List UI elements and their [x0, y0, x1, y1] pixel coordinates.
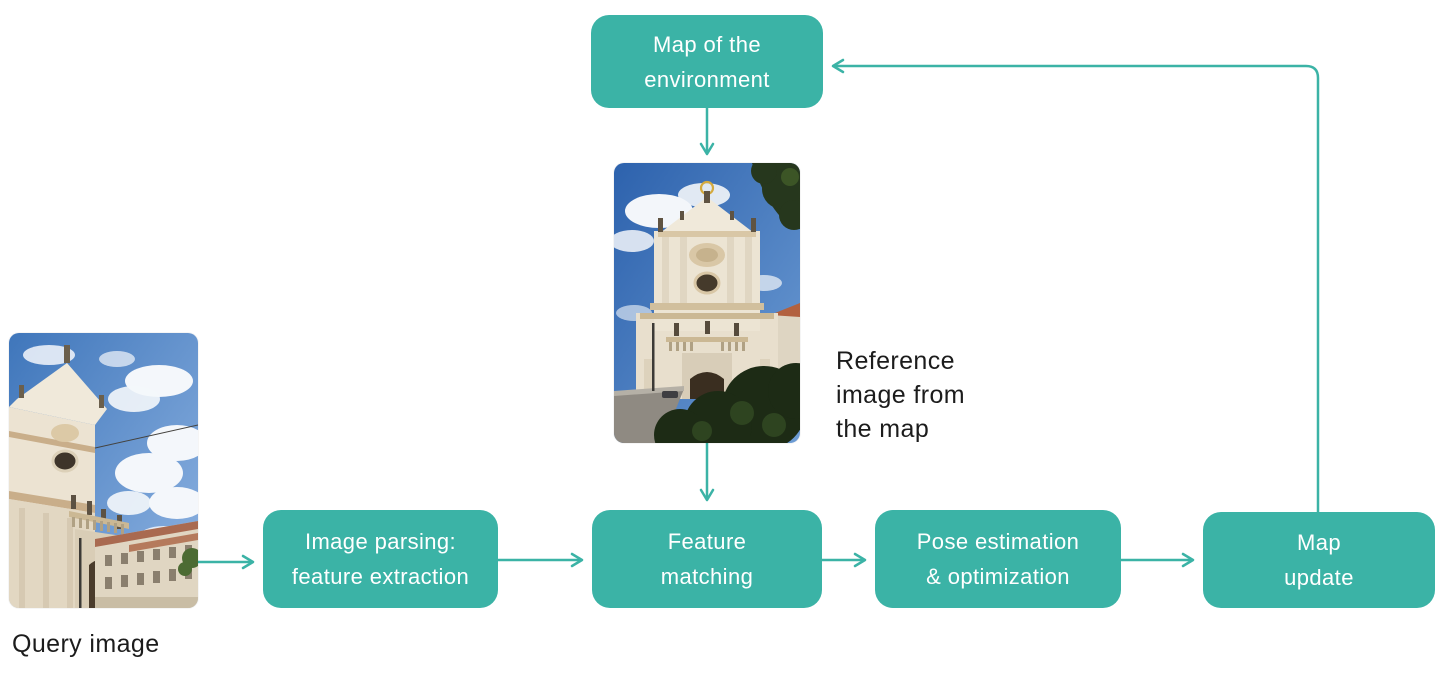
node-map-update-label: Map update: [1284, 530, 1354, 590]
node-map-of-environment-label: Map of the environment: [644, 31, 770, 92]
node-image-parsing: Image parsing: feature extraction: [263, 510, 498, 608]
node-image-parsing-label: Image parsing: feature extraction: [291, 529, 470, 589]
reference-image-caption: Reference image from the map: [836, 347, 966, 443]
query-image-photo: [9, 333, 198, 608]
node-pose-estimation-label: Pose estimation & optimization: [916, 529, 1080, 589]
query-image-caption: Query image: [12, 630, 160, 658]
node-map-update: Map update: [1203, 512, 1435, 608]
node-pose-estimation: Pose estimation & optimization: [875, 510, 1121, 608]
node-map-of-environment: Map of the environment: [591, 15, 823, 108]
node-feature-matching-label: Feature matching: [660, 529, 754, 589]
reference-image-photo: [614, 163, 800, 443]
node-feature-matching: Feature matching: [592, 510, 822, 608]
